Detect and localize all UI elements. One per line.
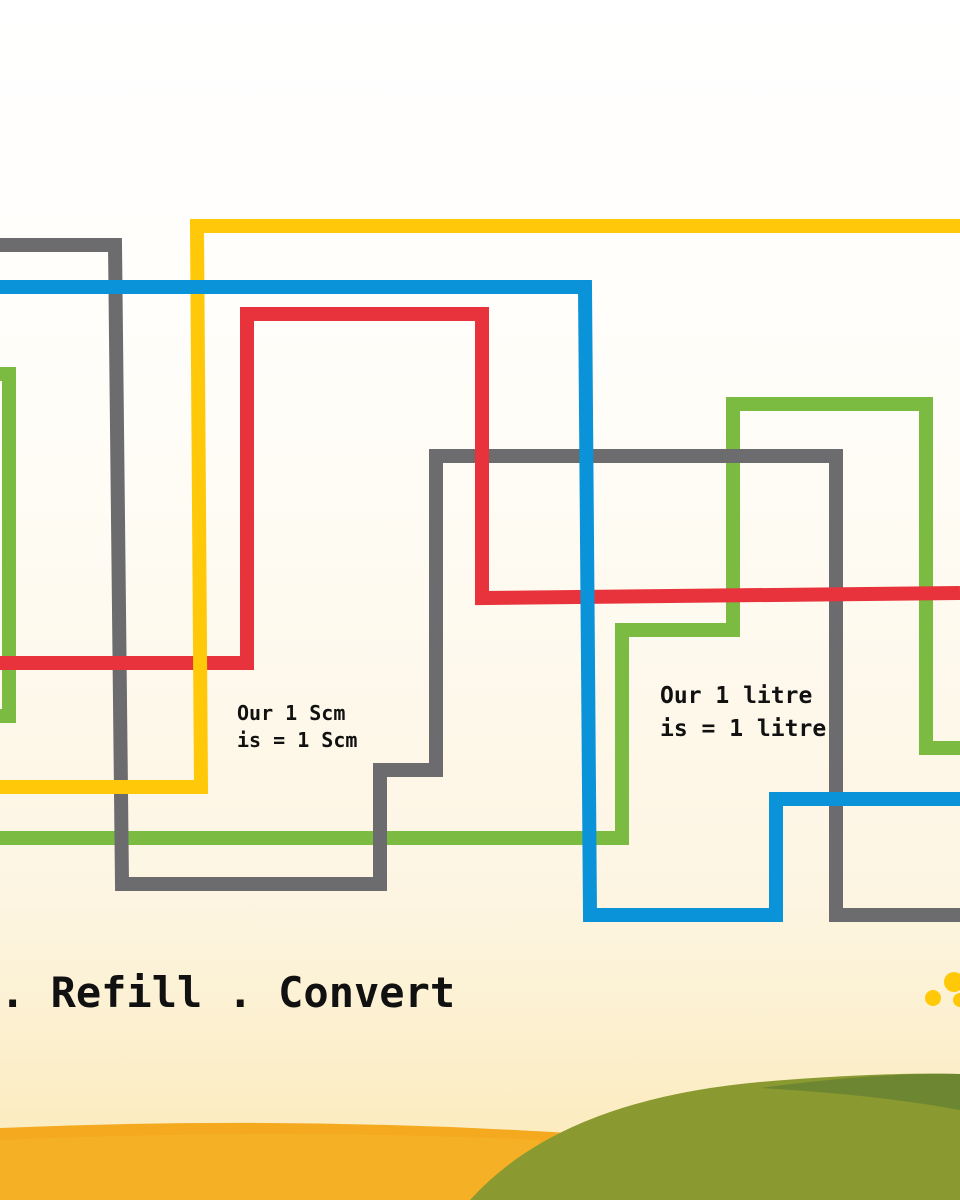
gray-pipe-left xyxy=(0,238,960,922)
blue-pipe xyxy=(0,280,960,922)
red-pipe xyxy=(0,307,960,670)
decor-dot xyxy=(925,990,941,1006)
orange-field-highlight xyxy=(0,1134,540,1200)
decor-dot xyxy=(944,972,960,992)
caption-litre: Our 1 litre is = 1 litre xyxy=(660,683,827,742)
green-hill-dark xyxy=(760,1073,960,1110)
yellow-pipe xyxy=(0,219,960,794)
green-pipe xyxy=(0,397,960,845)
decor-dot xyxy=(953,993,960,1007)
green-hill xyxy=(470,1073,960,1200)
tagline: . Refill . Convert xyxy=(0,968,456,1017)
caption-scm: Our 1 Scm is = 1 Scm xyxy=(237,701,358,752)
green-pipe-left xyxy=(0,367,16,723)
